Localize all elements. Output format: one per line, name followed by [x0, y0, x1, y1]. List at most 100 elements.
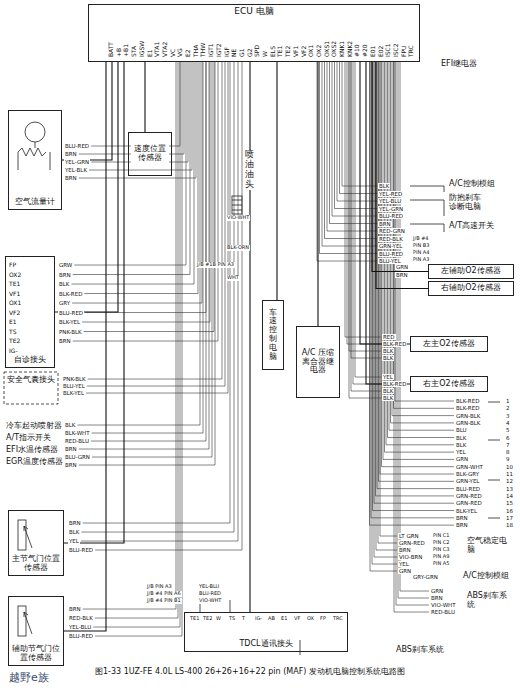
wire-label: BRN: [430, 595, 444, 601]
wire-label: PNK-BLK: [58, 329, 83, 335]
component-label: 右辅助O2传感器: [440, 284, 501, 293]
wire-label: YEL-BLU: [378, 198, 402, 204]
wire-label: 14: [505, 493, 514, 499]
wire: [92, 62, 212, 457]
wire-label: G2: [247, 48, 254, 58]
wire-label: BLK: [382, 348, 394, 354]
wire-label: BLU-YEL: [62, 383, 86, 389]
wire-label: #10: [354, 43, 361, 58]
wire-label: J/B #4: [412, 236, 430, 242]
wire-label: OX1: [308, 44, 315, 58]
wire-label: BLK: [68, 529, 80, 535]
wire-label: GRN: [455, 456, 469, 462]
wire: [81, 62, 234, 532]
wire-label: A/C控制模组: [448, 180, 496, 189]
wire: [396, 62, 429, 605]
injector-coil: [232, 200, 242, 210]
wire-label: FP: [8, 262, 17, 269]
wire-label: VC: [170, 48, 177, 58]
wire-label: 15: [505, 500, 514, 506]
wire-label: GRY-GRN: [412, 574, 439, 580]
wire: [91, 62, 180, 146]
wire-label: 防抱刹车诊断电脑: [448, 194, 486, 212]
wire-label: GRN-YEL: [455, 478, 480, 484]
wire: [85, 62, 206, 313]
wire-label: EGR温度传感器: [5, 458, 64, 467]
wire-label: BLK: [378, 183, 390, 189]
wire-label: BRN: [378, 221, 392, 227]
component-box: 辅助节气门位置传感器: [8, 596, 64, 666]
airbag-connector-outline: [4, 372, 58, 404]
wire-label: YEL-BLU: [198, 584, 220, 590]
wire-label: BLK-WHT: [64, 430, 91, 436]
wiper-arrow: [24, 612, 32, 634]
wire-label: BLK-RED: [455, 405, 480, 411]
wire-label: GRN-RED: [398, 540, 426, 546]
wire-label: GRN: [398, 568, 412, 574]
wire-label: VF2: [8, 310, 21, 317]
wire-label: 空气稳定电脑: [466, 537, 510, 555]
wire-label: E1: [280, 616, 288, 622]
wire-label: BLU: [455, 427, 468, 433]
wire-connector: [64, 62, 106, 631]
wire-label: TS: [8, 329, 17, 336]
wire-label: AB: [267, 616, 276, 622]
component-box: 左主O2传感器: [410, 336, 488, 352]
component-box: 右辅助O2传感器: [428, 281, 514, 296]
wire-label: RED-BLK: [68, 615, 94, 621]
wire: [84, 62, 214, 332]
air-flow-meter-symbol: [25, 122, 45, 142]
wire-label: A/T指示开关: [5, 434, 52, 443]
wire: [92, 62, 203, 433]
wire-label: TE2: [8, 338, 21, 345]
wire: [72, 62, 202, 303]
wire-connector: [276, 62, 277, 300]
bracket: [488, 402, 500, 518]
wire: [71, 62, 194, 284]
wire-label: EFI水温传感器: [5, 446, 59, 455]
wire-label: BLU-RED: [68, 633, 94, 639]
wire-label: YEL-RED: [378, 191, 403, 197]
wire-label: OX2: [8, 272, 22, 279]
wire: [73, 62, 218, 341]
wire-label: BLU-RED: [455, 486, 481, 492]
wire-label: J/B #4 PIN B1: [146, 598, 182, 604]
wire-label: WHT: [226, 275, 240, 281]
wire-label: GRN-RED: [455, 500, 483, 506]
wire-label: BLK: [455, 435, 467, 441]
wire-label: GRN-BLK: [455, 413, 481, 419]
wire: [95, 62, 182, 636]
wire-label: BRN: [64, 175, 78, 181]
wire-label: PIN B3: [412, 243, 430, 249]
wire-label: 7: [505, 442, 511, 448]
wire-label: BLU-RED: [198, 591, 222, 597]
wire: [82, 62, 210, 322]
wire: [320, 62, 378, 254]
wire-label: 4: [505, 420, 511, 426]
wire-label: ABS刹车系统: [395, 646, 445, 655]
wire: [370, 62, 397, 571]
wire-label: 16: [505, 508, 514, 514]
wire: [77, 62, 200, 425]
wire-label: BLK: [382, 388, 394, 394]
wire-label: YEL-GRN: [64, 159, 90, 165]
wire-label: FPU: [401, 45, 408, 58]
component-box: 车速控制电脑: [262, 300, 284, 370]
wire-label: 安全气囊接头: [6, 376, 56, 385]
wire-label: KNK1: [339, 40, 346, 58]
wire-label: 9: [505, 456, 511, 462]
wire-label: ELS: [270, 45, 277, 58]
component-box: 空气流量计: [8, 110, 62, 210]
wire-label: E2: [185, 48, 192, 58]
wire: [400, 62, 429, 591]
wire-label: BRN: [64, 151, 78, 157]
wire-label: GRN: [395, 264, 409, 270]
wire: [79, 62, 196, 178]
wire-label: VTA1: [154, 41, 161, 58]
wire-label: GRW: [58, 262, 73, 268]
wire-label: PIN C1: [432, 533, 451, 539]
wire: [374, 62, 397, 557]
wire-label: BLK-RED: [455, 398, 480, 404]
wire: [73, 62, 190, 275]
throttle-resistor-symbol: [18, 520, 26, 550]
